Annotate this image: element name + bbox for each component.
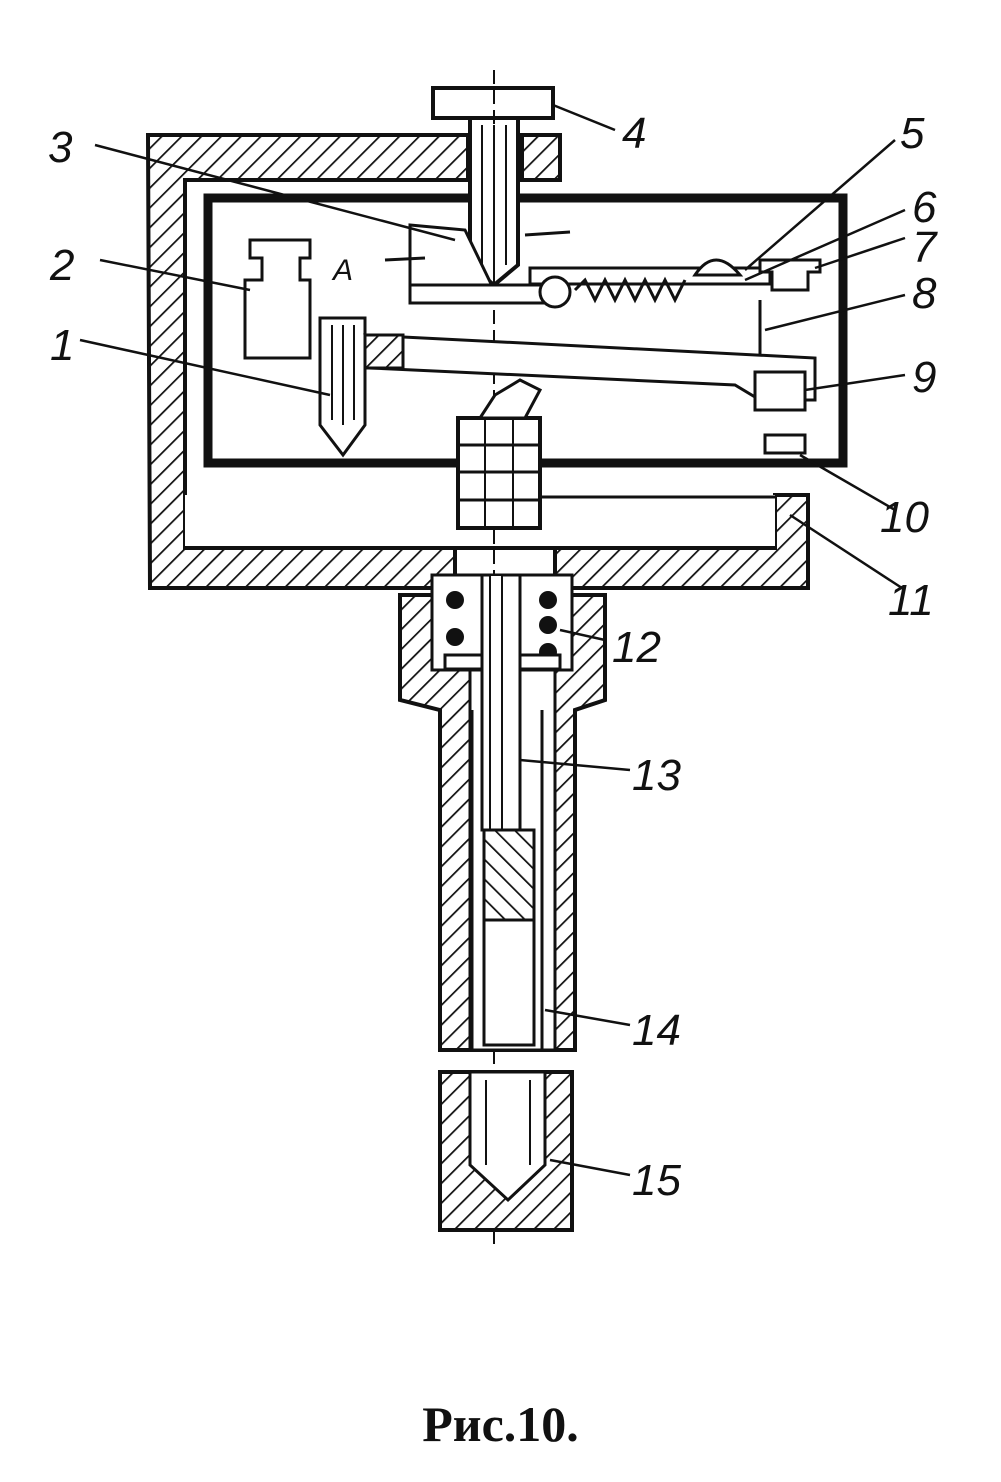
callout-2: 2 <box>49 241 74 290</box>
figure-caption: Рис.10. <box>422 1396 579 1452</box>
callout-11: 11 <box>888 576 934 625</box>
callout-10: 10 <box>880 493 929 542</box>
callout-12: 12 <box>612 623 661 672</box>
callout-3: 3 <box>48 123 73 172</box>
contact-10 <box>763 433 807 455</box>
screw-9 <box>753 370 807 412</box>
callout-14: 14 <box>632 1006 681 1055</box>
ground-hatch-left <box>384 256 426 262</box>
callout-9: 9 <box>912 353 936 402</box>
point-label-a: A <box>331 254 353 287</box>
weight-2 <box>243 238 312 360</box>
beam-hatched-end <box>363 333 405 370</box>
callout-7: 7 <box>912 223 938 272</box>
nut-top <box>477 378 543 420</box>
rod-14 <box>482 918 536 1047</box>
ground-hatch-top <box>524 230 571 237</box>
bottom-bore <box>468 1070 547 1203</box>
callout-5: 5 <box>900 109 925 158</box>
callout-8: 8 <box>912 269 937 318</box>
coil-dot <box>539 616 557 634</box>
lever <box>408 283 547 305</box>
leader-lines <box>79 103 906 1177</box>
contact-dome <box>692 258 744 277</box>
callout-4: 4 <box>622 109 646 158</box>
coil-dot <box>539 591 557 609</box>
callout-15: 15 <box>632 1156 681 1205</box>
callout-1: 1 <box>50 321 74 370</box>
coil-dot <box>446 591 464 609</box>
spring <box>573 276 687 304</box>
coil-dot <box>446 628 464 646</box>
callout-6: 6 <box>912 183 937 232</box>
top-right-block <box>520 133 562 182</box>
pivot-ball <box>538 275 572 309</box>
callout-13: 13 <box>632 751 681 800</box>
hatched-insert <box>482 828 536 922</box>
